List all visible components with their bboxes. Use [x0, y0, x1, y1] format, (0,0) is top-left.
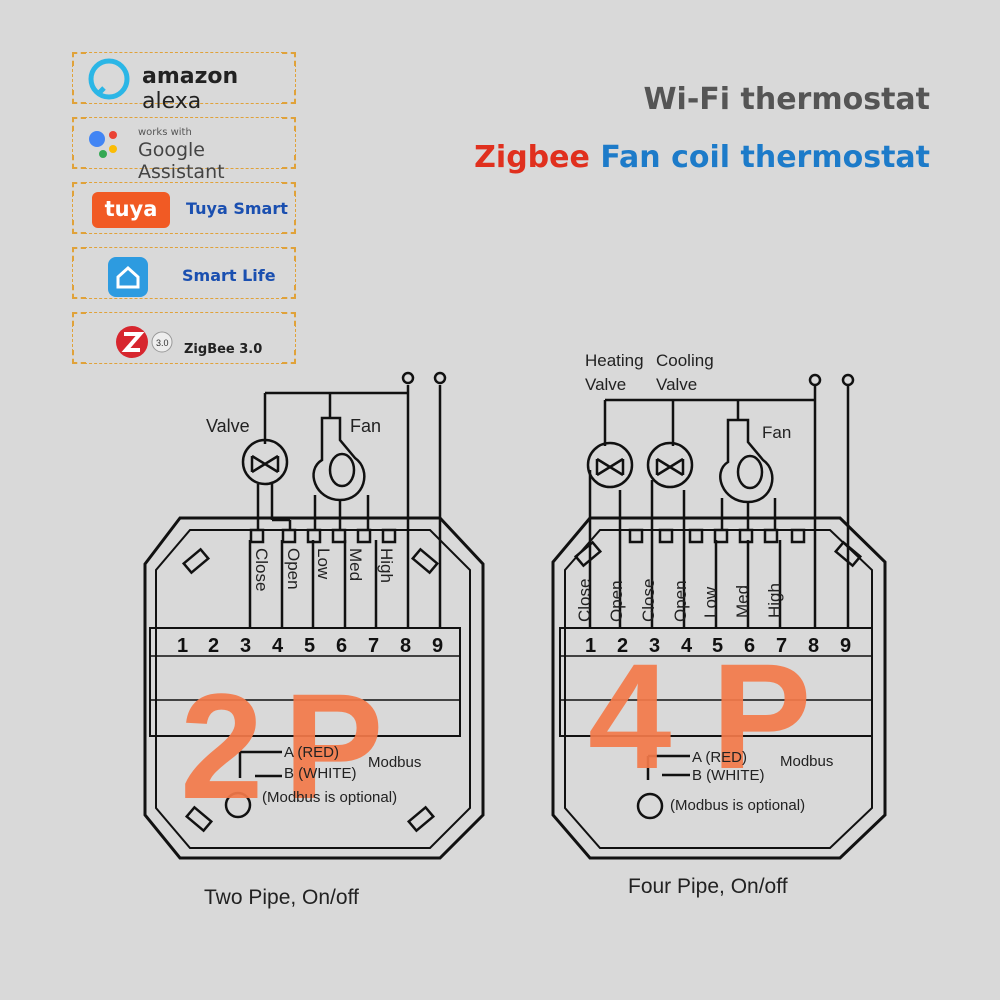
four-pipe-terminal-label: Close: [575, 579, 594, 622]
two-pipe-terminal-number: 5: [304, 635, 315, 657]
two-pipe-terminal-number: 4: [272, 635, 284, 657]
four-pipe-terminal-number: 7: [776, 635, 787, 657]
fan-coil-words: Fan coil thermostat: [600, 140, 930, 175]
two-pipe-modbus: Modbus: [368, 754, 421, 771]
four-pipe-caption: Four Pipe, On/off: [628, 875, 788, 898]
cooling-valve-label-line1: Cooling: [656, 351, 714, 370]
two-pipe-terminal-label: Med: [346, 548, 365, 581]
four-pipe-fan-label: Fan: [762, 423, 791, 442]
zigbee-badge: 3.0 ZigBee 3.0: [72, 312, 296, 364]
four-pipe-terminal-number: 9: [840, 635, 851, 657]
google-works-with: works with: [138, 127, 192, 138]
two-pipe-terminal-label: Open: [284, 548, 303, 590]
four-pipe-modbus: Modbus: [780, 753, 833, 770]
alexa-icon: [88, 58, 130, 100]
smart-life-label: Smart Life: [182, 266, 276, 285]
four-pipe-terminal-label: Open: [607, 580, 626, 622]
zigbee-version-text: 3.0: [156, 338, 169, 348]
four-pipe-modbus-b: B (WHITE): [692, 767, 765, 784]
two-pipe-terminal-label: Close: [252, 548, 271, 591]
two-pipe-terminal-label: High: [377, 548, 396, 583]
tuya-badge: tuya Tuya Smart: [72, 182, 296, 234]
zigbee-icon: 3.0: [116, 326, 173, 358]
two-pipe-valve-label: Valve: [206, 416, 250, 436]
wifi-thermostat-title: Wi-Fi thermostat: [643, 82, 930, 117]
two-pipe-top-pins: [249, 528, 397, 544]
four-pipe-terminal-label: Low: [701, 586, 720, 618]
two-pipe-terminal-label: Low: [314, 548, 333, 580]
four-pipe-terminal-number: 2: [617, 635, 628, 657]
four-pipe-terminal-label: Med: [733, 585, 752, 618]
heating-valve-label-line2: Valve: [585, 375, 626, 394]
four-pipe-terminal-number: 8: [808, 635, 819, 657]
two-pipe-modbus-b: B (WHITE): [284, 765, 357, 782]
two-pipe-terminal-number: 1: [177, 635, 188, 657]
heating-valve-label-line1: Heating: [585, 351, 644, 370]
google-assistant-label: Google Assistant: [138, 139, 225, 183]
two-pipe-fan-icon: [312, 416, 366, 502]
google-assistant-badge: works with Google Assistant: [72, 117, 296, 183]
four-pipe-terminal-number: 6: [744, 635, 755, 657]
two-pipe-caption: Two Pipe, On/off: [204, 886, 359, 909]
four-pipe-terminal-label: High: [765, 583, 784, 618]
heating-valve-icon: [586, 441, 634, 489]
two-pipe-modbus-note: (Modbus is optional): [262, 789, 397, 806]
four-pipe-fan-icon: [719, 418, 774, 504]
tuya-smart-label: Tuya Smart: [186, 199, 288, 218]
smart-life-badge: Smart Life: [72, 247, 296, 299]
four-pipe-terminal-number: 1: [585, 635, 596, 657]
alexa-word1: amazon: [142, 64, 239, 89]
two-pipe-terminal-number: 8: [400, 635, 411, 657]
four-pipe-diagram: [551, 373, 887, 860]
four-pipe-modbus-a: A (RED): [692, 749, 747, 766]
two-pipe-modbus-a: A (RED): [284, 744, 339, 761]
two-pipe-terminal-number: 9: [432, 635, 443, 657]
four-pipe-terminal-label: Close: [639, 579, 658, 622]
two-pipe-terminal-number: 6: [336, 635, 347, 657]
two-pipe-valve-icon: [241, 438, 289, 486]
two-pipe-fan-label: Fan: [350, 416, 381, 436]
four-pipe-modbus-note: (Modbus is optional): [670, 797, 805, 814]
zigbee-fan-coil-title: Zigbee Fan coil thermostat: [474, 140, 930, 175]
cooling-valve-icon: [646, 441, 694, 489]
smart-life-icon: [108, 257, 148, 297]
four-pipe-big-label: 4P: [588, 632, 851, 800]
two-pipe-terminal-number: 3: [240, 635, 251, 657]
four-pipe-terminal-number: 3: [649, 635, 660, 657]
google-assistant-icon: [89, 131, 117, 158]
tuya-logo: tuya: [92, 192, 170, 228]
cooling-valve-label-line2: Valve: [656, 375, 697, 394]
two-pipe-diagram: [143, 371, 485, 860]
two-pipe-terminal-number: 7: [368, 635, 379, 657]
integration-badges: amazon alexa works with Google Assistant…: [72, 52, 296, 377]
four-pipe-terminal-number: 4: [681, 635, 693, 657]
zigbee-label: ZigBee 3.0: [184, 342, 263, 357]
alexa-badge: amazon alexa: [72, 52, 296, 114]
four-pipe-terminal-label: Open: [671, 580, 690, 622]
zigbee-word: Zigbee: [474, 140, 590, 175]
four-pipe-terminal-number: 5: [712, 635, 723, 657]
two-pipe-terminal-number: 2: [208, 635, 219, 657]
two-pipe-big-label: 2P: [180, 662, 403, 830]
alexa-word2: alexa: [142, 89, 202, 114]
